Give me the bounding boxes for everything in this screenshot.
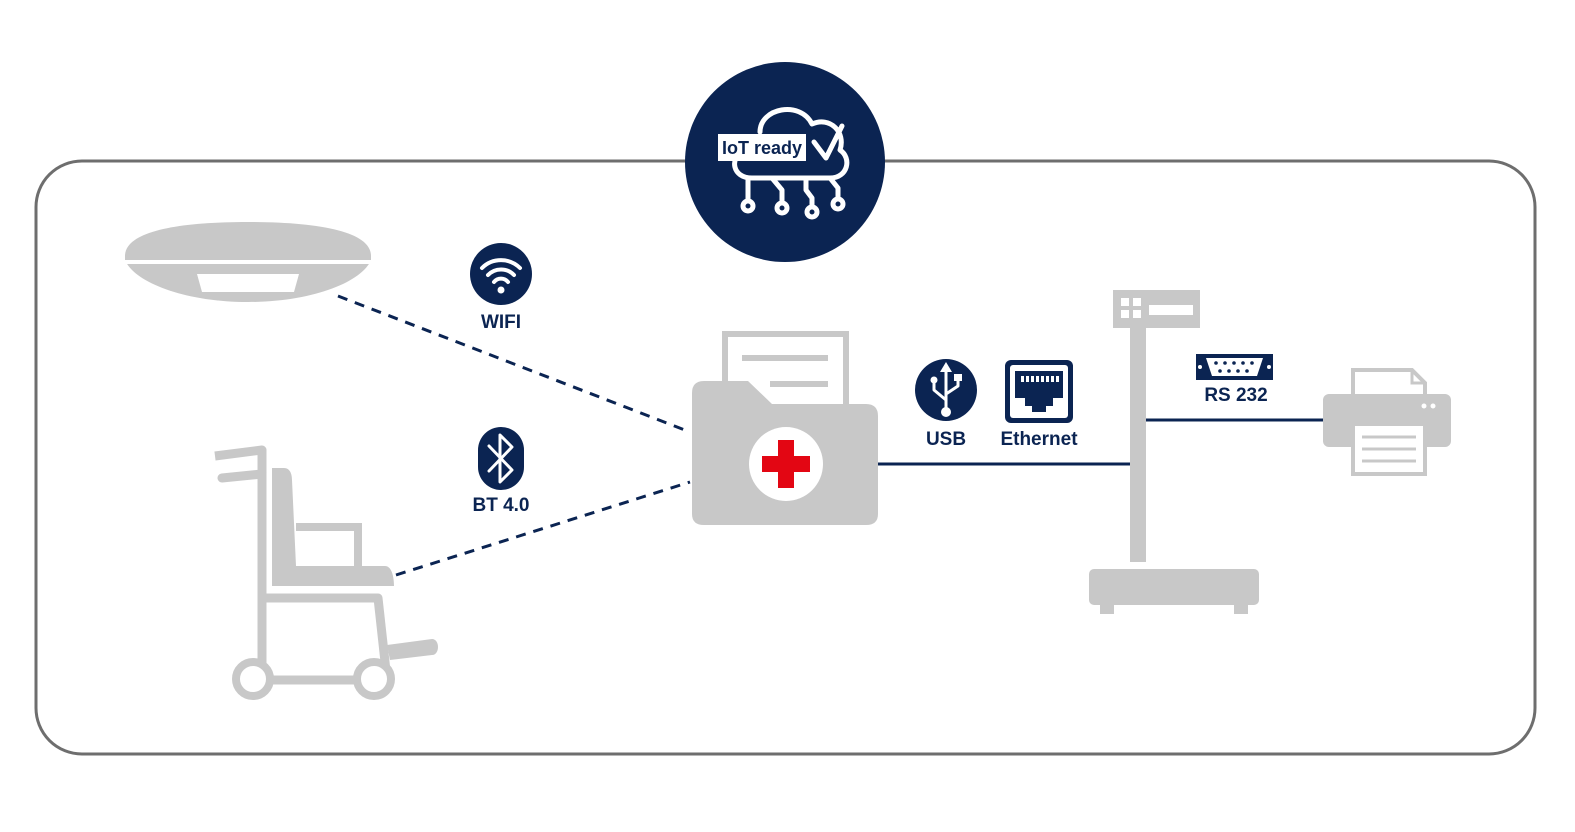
bluetooth-connection: BT 4.0	[472, 427, 530, 516]
iot-label-box	[718, 134, 806, 161]
wifi-connection: WIFI	[470, 243, 532, 333]
rs232-label: RS 232	[1204, 385, 1267, 406]
bluetooth-link-line	[395, 480, 691, 577]
wifi-link-line	[337, 294, 691, 434]
cloud-icon	[732, 107, 850, 220]
bluetooth-icon	[487, 433, 514, 484]
usb-connection: USB	[915, 359, 977, 450]
checkmark-icon	[811, 123, 845, 161]
wifi-icon-circle	[470, 243, 532, 305]
rs232-connection: RS 232	[1196, 354, 1273, 406]
wheelchair-icon	[214, 445, 438, 700]
ethernet-label: Ethernet	[1000, 429, 1078, 450]
iot-badge-circle	[685, 62, 885, 262]
ethernet-connection: Ethernet	[1000, 360, 1078, 450]
column-scale-icon	[1089, 290, 1259, 614]
iot-ready-label: IoT ready	[722, 138, 802, 158]
red-cross-icon	[762, 440, 810, 488]
usb-label: USB	[926, 429, 966, 450]
printer-icon	[1323, 368, 1451, 476]
medical-records-folder-icon	[692, 331, 878, 525]
wifi-icon	[480, 258, 522, 284]
bluetooth-label: BT 4.0	[472, 495, 529, 516]
ceiling-access-point-icon	[125, 222, 371, 302]
iot-ready-badge: IoT ready	[685, 62, 885, 262]
wifi-label: WIFI	[481, 312, 521, 333]
